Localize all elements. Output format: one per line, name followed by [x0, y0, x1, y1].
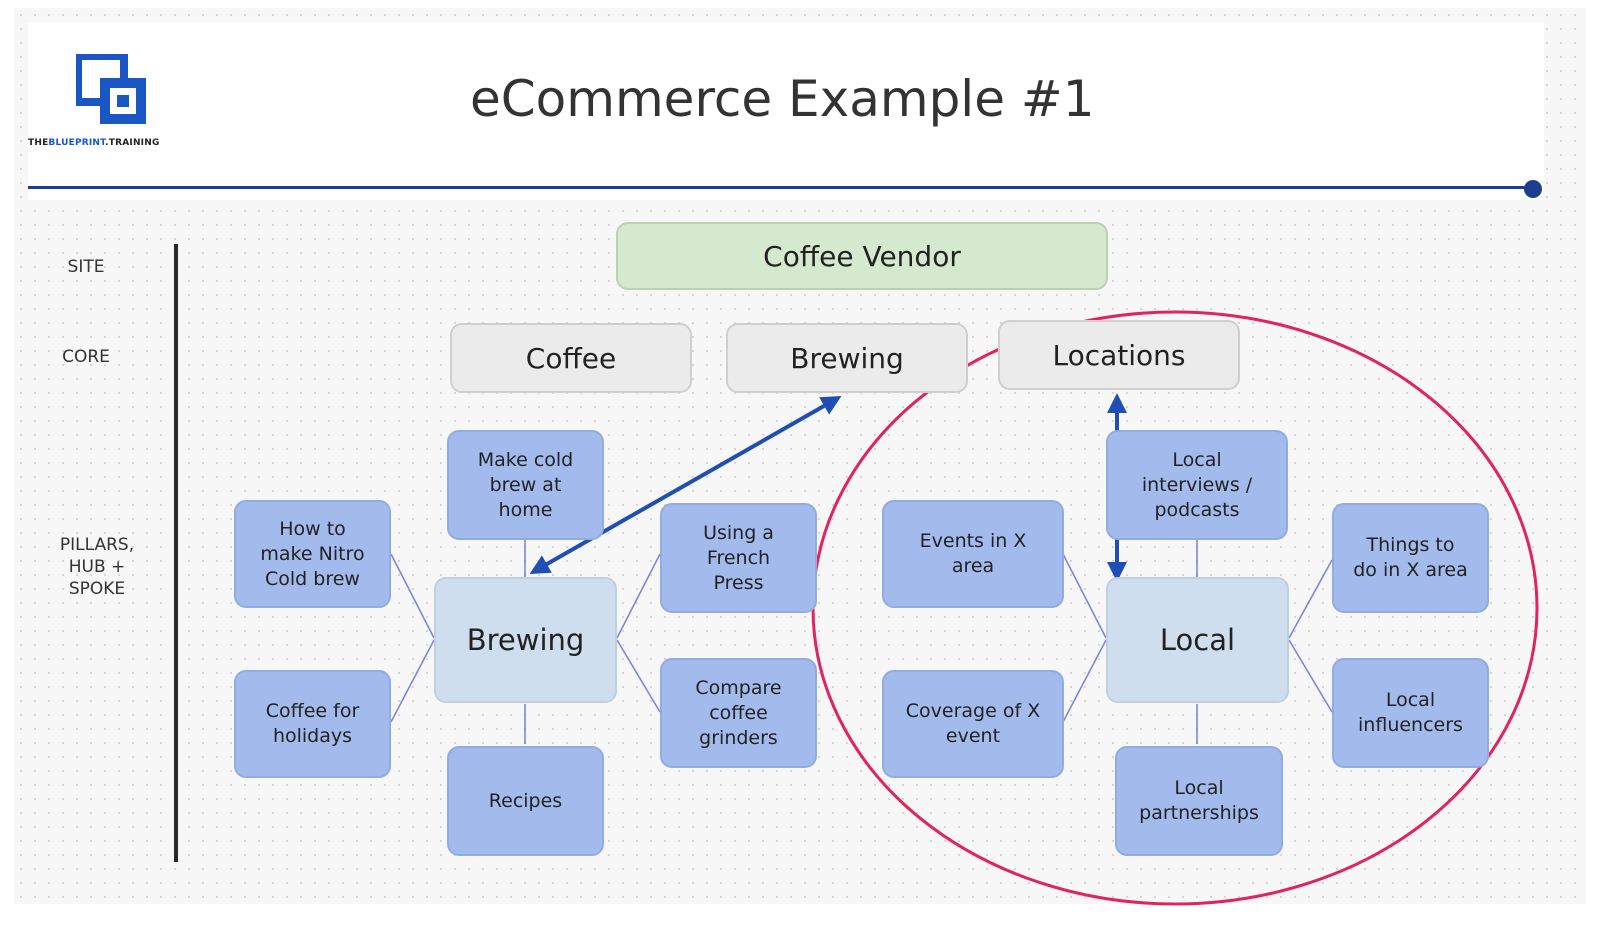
- slide-title: eCommerce Example #1: [470, 70, 1095, 128]
- arrow-brewing-to-core: [529, 396, 842, 574]
- logo-wordmark: THEBLUEPRINT.TRAINING: [28, 138, 160, 148]
- spoke-node-recipes: Recipes: [447, 746, 604, 856]
- connector-line: [1062, 639, 1107, 723]
- row-label-divider: [174, 244, 178, 862]
- connector-line: [390, 553, 435, 639]
- spoke-node-coffee-for-holidays: Coffee for holidays: [234, 670, 391, 778]
- spoke-node-things-to-do: Things to do in X area: [1332, 503, 1489, 613]
- spoke-node-compare-grinders: Compare coffee grinders: [660, 658, 817, 768]
- row-label-pillars: PILLARS, HUB + SPOKE: [59, 535, 135, 599]
- slide-header: [28, 22, 1544, 200]
- core-node-brewing: Brewing: [726, 323, 968, 393]
- site-node-coffee-vendor: Coffee Vendor: [616, 222, 1108, 290]
- connector-line: [1062, 553, 1107, 639]
- spoke-node-event-coverage: Coverage of X event: [882, 670, 1064, 778]
- core-node-coffee: Coffee: [450, 323, 692, 393]
- spoke-node-events-in-area: Events in X area: [882, 500, 1064, 608]
- connector-line: [1288, 559, 1333, 639]
- connector-line: [616, 553, 661, 639]
- connector-line: [390, 639, 435, 723]
- connector-line: [616, 639, 661, 713]
- blueprint-training-logo: THEBLUEPRINT.TRAINING: [28, 54, 176, 154]
- spoke-node-local-partnerships: Local partnerships: [1115, 746, 1283, 856]
- row-label-core: CORE: [62, 347, 110, 367]
- header-divider-endpoint: [1524, 180, 1542, 198]
- header-divider: [28, 186, 1534, 189]
- spoke-node-local-influencers: Local influencers: [1332, 658, 1489, 768]
- hub-node-brewing: Brewing: [434, 577, 617, 703]
- spoke-node-french-press: Using a French Press: [660, 503, 817, 613]
- logo-mark-icon: [76, 54, 146, 124]
- connector-line: [1288, 639, 1333, 713]
- spoke-node-nitro-cold-brew: How to make Nitro Cold brew: [234, 500, 391, 608]
- hub-node-local: Local: [1106, 577, 1289, 703]
- spoke-node-make-cold-brew: Make cold brew at home: [447, 430, 604, 540]
- row-label-site: SITE: [67, 257, 105, 277]
- spoke-node-local-interviews: Local interviews / podcasts: [1106, 430, 1288, 540]
- core-node-locations: Locations: [998, 320, 1240, 390]
